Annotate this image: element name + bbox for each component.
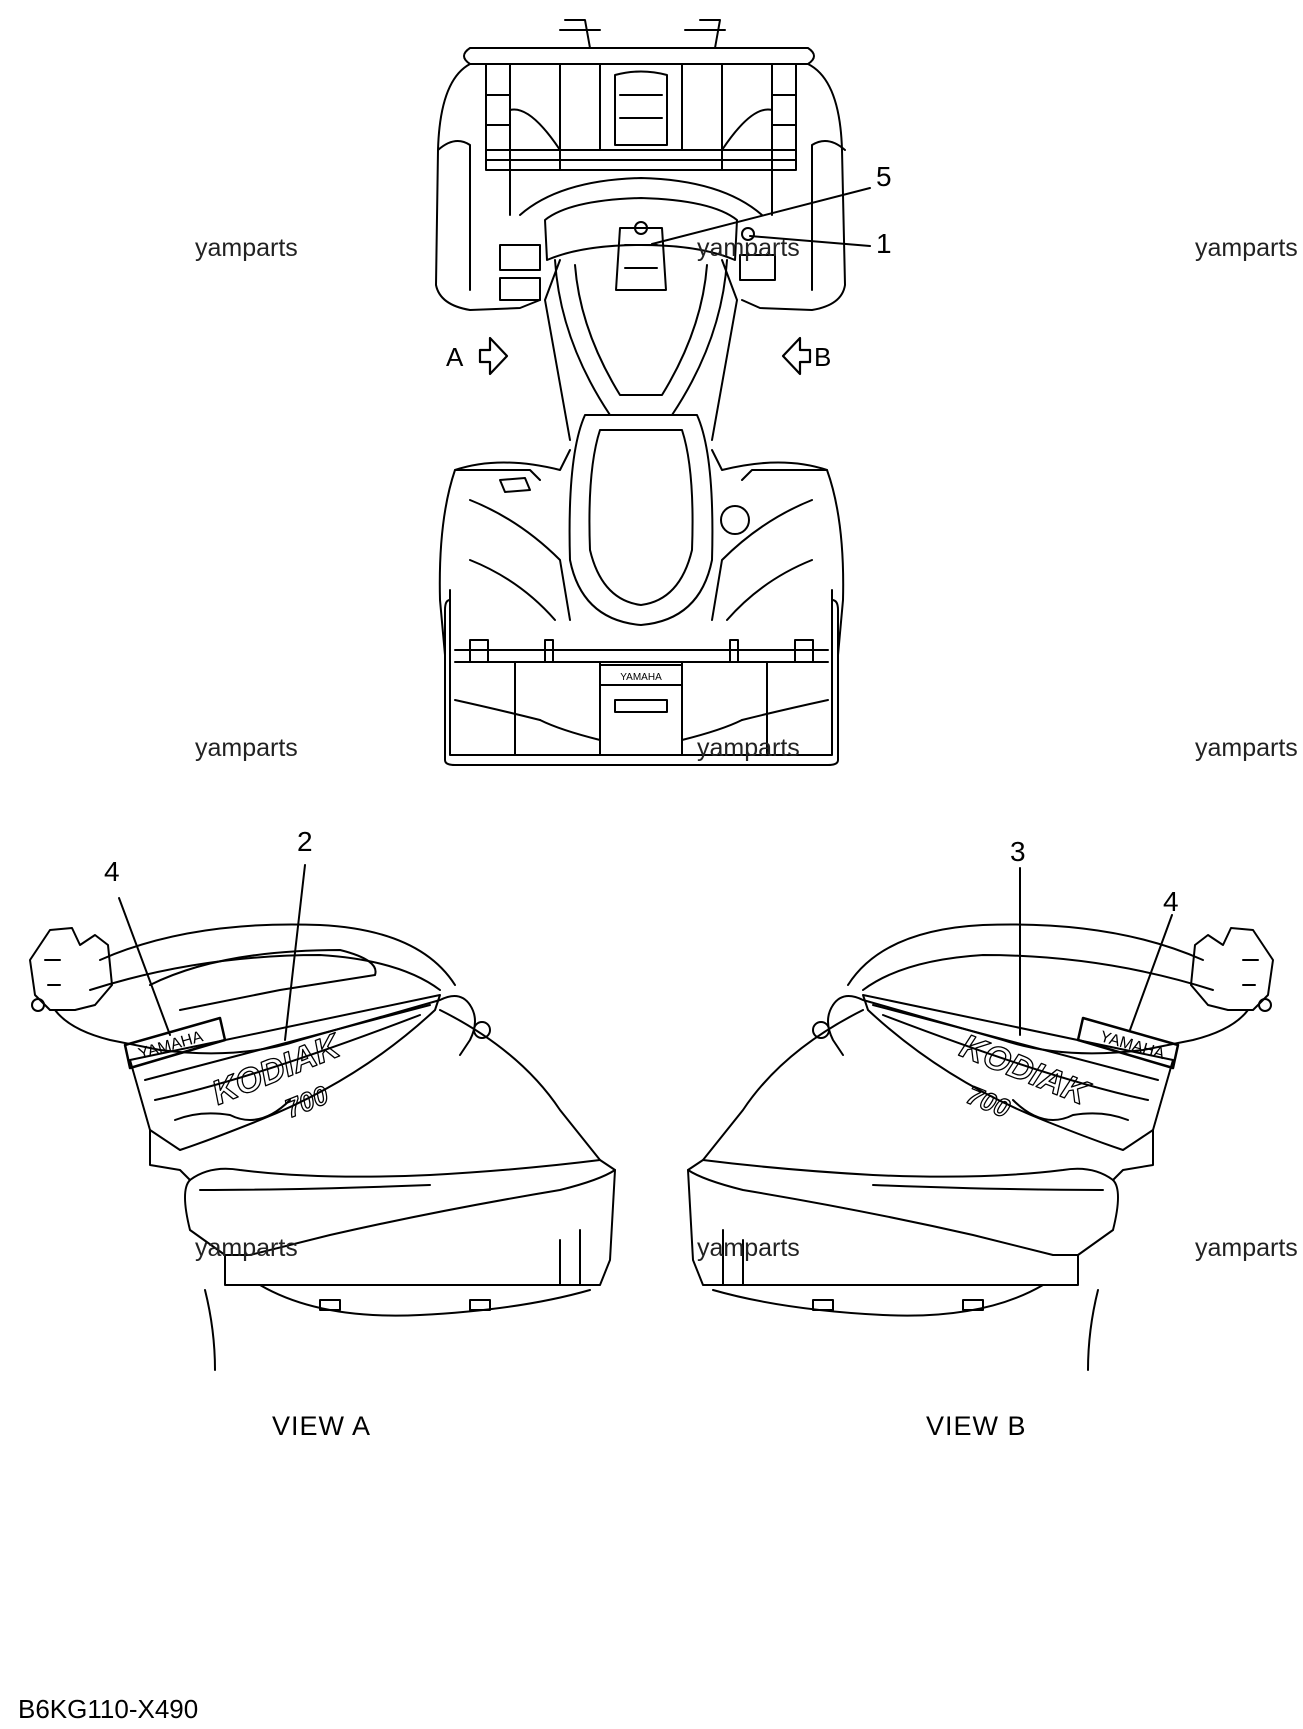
view-a-label: VIEW A bbox=[272, 1411, 372, 1441]
leader-line-2 bbox=[284, 864, 306, 1041]
view-b-drawing bbox=[687, 923, 1274, 1371]
view-a-number-text: 700 bbox=[281, 1079, 333, 1123]
view-a-brand-text: YAMAHA bbox=[137, 1028, 206, 1063]
callout-2: 2 bbox=[297, 826, 313, 857]
diagram-code: B6KG110-X490 bbox=[18, 1694, 199, 1724]
watermark: yamparts bbox=[697, 734, 800, 762]
watermark: yamparts bbox=[1195, 1234, 1298, 1262]
leader-line-4a bbox=[118, 897, 171, 1036]
leader-line-4b bbox=[1129, 914, 1173, 1031]
callout-3: 3 bbox=[1010, 836, 1026, 867]
leader-line-1 bbox=[749, 235, 871, 247]
view-b-arrow-label: B bbox=[814, 342, 832, 372]
watermark: yamparts bbox=[1195, 734, 1298, 762]
view-a-drawing bbox=[29, 923, 616, 1371]
watermark: yamparts bbox=[1195, 234, 1298, 262]
leader-line-5 bbox=[651, 187, 871, 245]
callout-5: 5 bbox=[876, 161, 892, 192]
view-b-number-text: 700 bbox=[963, 1080, 1015, 1124]
view-b-arrow bbox=[781, 336, 812, 376]
watermark: yamparts bbox=[697, 1234, 800, 1262]
watermark: yamparts bbox=[195, 234, 298, 262]
watermark: yamparts bbox=[697, 234, 800, 262]
watermark: yamparts bbox=[195, 734, 298, 762]
callout-4-view-b: 4 bbox=[1163, 886, 1179, 917]
view-b-brand-text: YAMAHA bbox=[1098, 1028, 1167, 1063]
view-a-arrow-label: A bbox=[446, 342, 464, 372]
view-b-label: VIEW B bbox=[926, 1411, 1027, 1441]
callout-1: 1 bbox=[876, 228, 892, 259]
watermark: yamparts bbox=[195, 1234, 298, 1262]
atv-top-view bbox=[435, 19, 846, 766]
callout-4-view-a: 4 bbox=[104, 856, 120, 887]
top-rear-brand-text: YAMAHA bbox=[620, 672, 662, 683]
view-a-arrow bbox=[478, 336, 509, 376]
